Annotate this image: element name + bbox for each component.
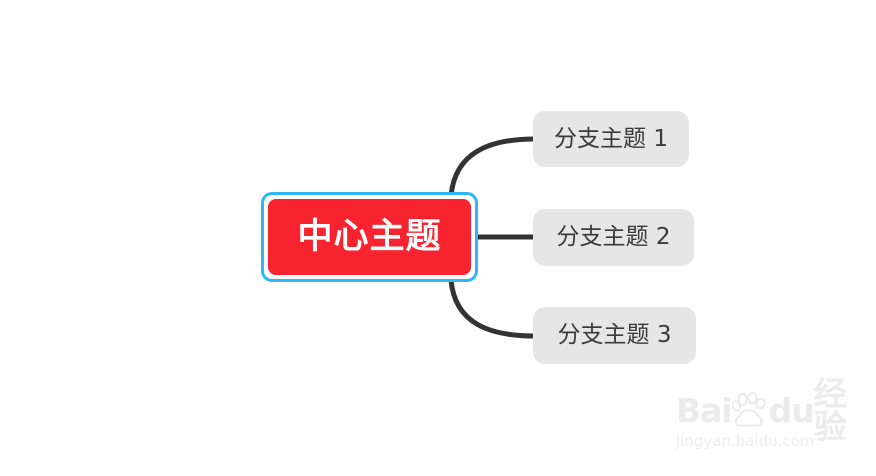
watermark-brand-first: Bai (676, 390, 733, 430)
watermark-brand-row: Bai du 经验 (676, 377, 866, 443)
paw-print-icon (731, 391, 766, 427)
connector-central-to-branch-1 (448, 136, 538, 199)
central-topic-node[interactable]: 中心主题 (261, 192, 478, 282)
branch-topic-node-2[interactable]: 分支主题 2 (533, 209, 694, 266)
connector-central-to-branch-3 (448, 277, 538, 339)
branch-topic-node-1[interactable]: 分支主题 1 (533, 111, 689, 167)
central-topic-label: 中心主题 (297, 216, 442, 257)
central-topic-body[interactable]: 中心主题 (268, 199, 471, 275)
watermark: Bai du 经验 jingyan.baidu.com (676, 377, 866, 458)
branch-topic-label: 分支主题 1 (554, 125, 668, 152)
branch-topic-node-3[interactable]: 分支主题 3 (533, 307, 696, 364)
watermark-brand-cn: 经验 (813, 374, 847, 446)
branch-topic-label: 分支主题 2 (556, 224, 671, 250)
watermark-url: jingyan.baidu.com (676, 432, 815, 450)
watermark-brand-second: du (768, 390, 815, 430)
branch-topic-label: 分支主题 3 (557, 322, 672, 348)
